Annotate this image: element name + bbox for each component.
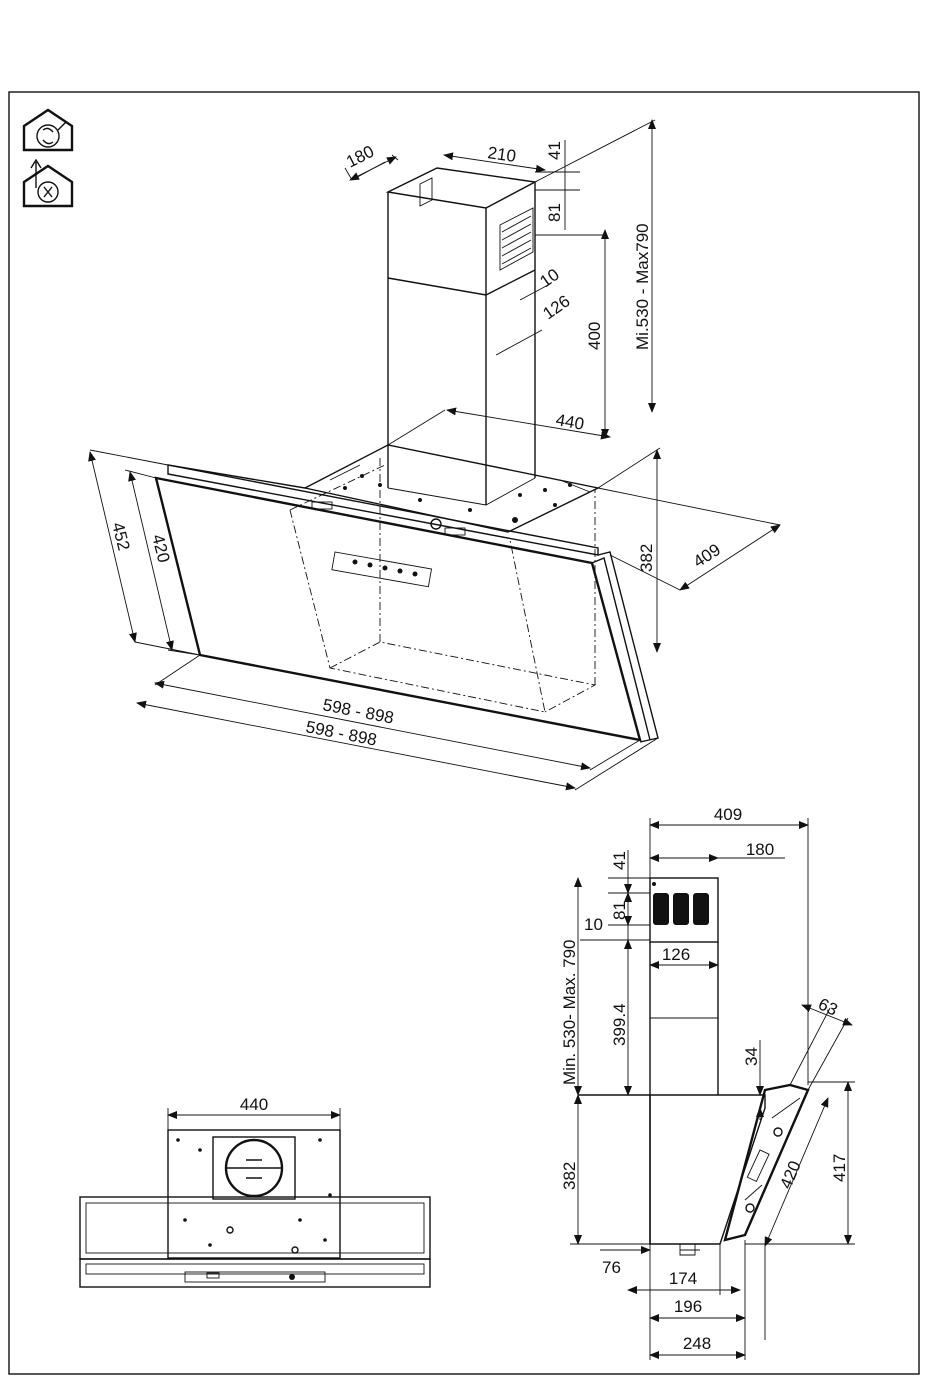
dim-iso-chimney-range: Mi.530 - Max790 [633,223,652,350]
dim-side-409: 409 [714,805,742,824]
dim-side-180: 180 [746,840,774,859]
dim-front-440: 440 [240,1095,268,1114]
dim-iso-440: 440 [554,410,585,434]
dim-side-399: 399.4 [610,1003,629,1046]
vent-grille [653,893,709,925]
dim-iso-409: 409 [690,540,724,571]
dim-side-34: 34 [742,1047,761,1066]
dim-iso-210: 210 [486,143,517,166]
dim-side-417: 417 [830,1154,849,1182]
front-view: 440 [80,1095,430,1287]
dim-iso-180: 180 [343,142,377,172]
mounting-hole [343,474,572,523]
dim-side-174: 174 [669,1269,697,1288]
dim-side-382: 382 [560,1162,579,1190]
dim-iso-10: 10 [536,265,562,291]
dim-iso-400: 400 [585,322,604,350]
side-view: 409 180 41 81 10 126 Min. 530- Max. 790 … [560,805,855,1360]
dim-side-126: 126 [662,945,690,964]
dim-side-10: 10 [584,915,603,934]
dim-side-81: 81 [610,901,629,920]
recirculation-mode-icon [24,110,72,150]
dim-side-248: 248 [683,1334,711,1353]
control-panel [332,552,432,587]
dim-iso-382: 382 [637,544,656,572]
dim-iso-452: 452 [108,520,133,552]
dim-iso-41: 41 [545,141,564,160]
dim-side-196: 196 [674,1297,702,1316]
dim-side-63: 63 [815,994,840,1019]
dim-side-41: 41 [610,851,629,870]
isometric-view: 180 210 41 81 10 126 400 Mi.530 - Max790… [90,120,780,790]
dim-iso-81: 81 [545,203,564,222]
extraction-mode-icon [24,160,72,206]
dim-side-chimney-range: Min. 530- Max. 790 [560,939,579,1085]
dim-iso-126: 126 [539,291,573,323]
dim-side-76: 76 [602,1258,621,1277]
